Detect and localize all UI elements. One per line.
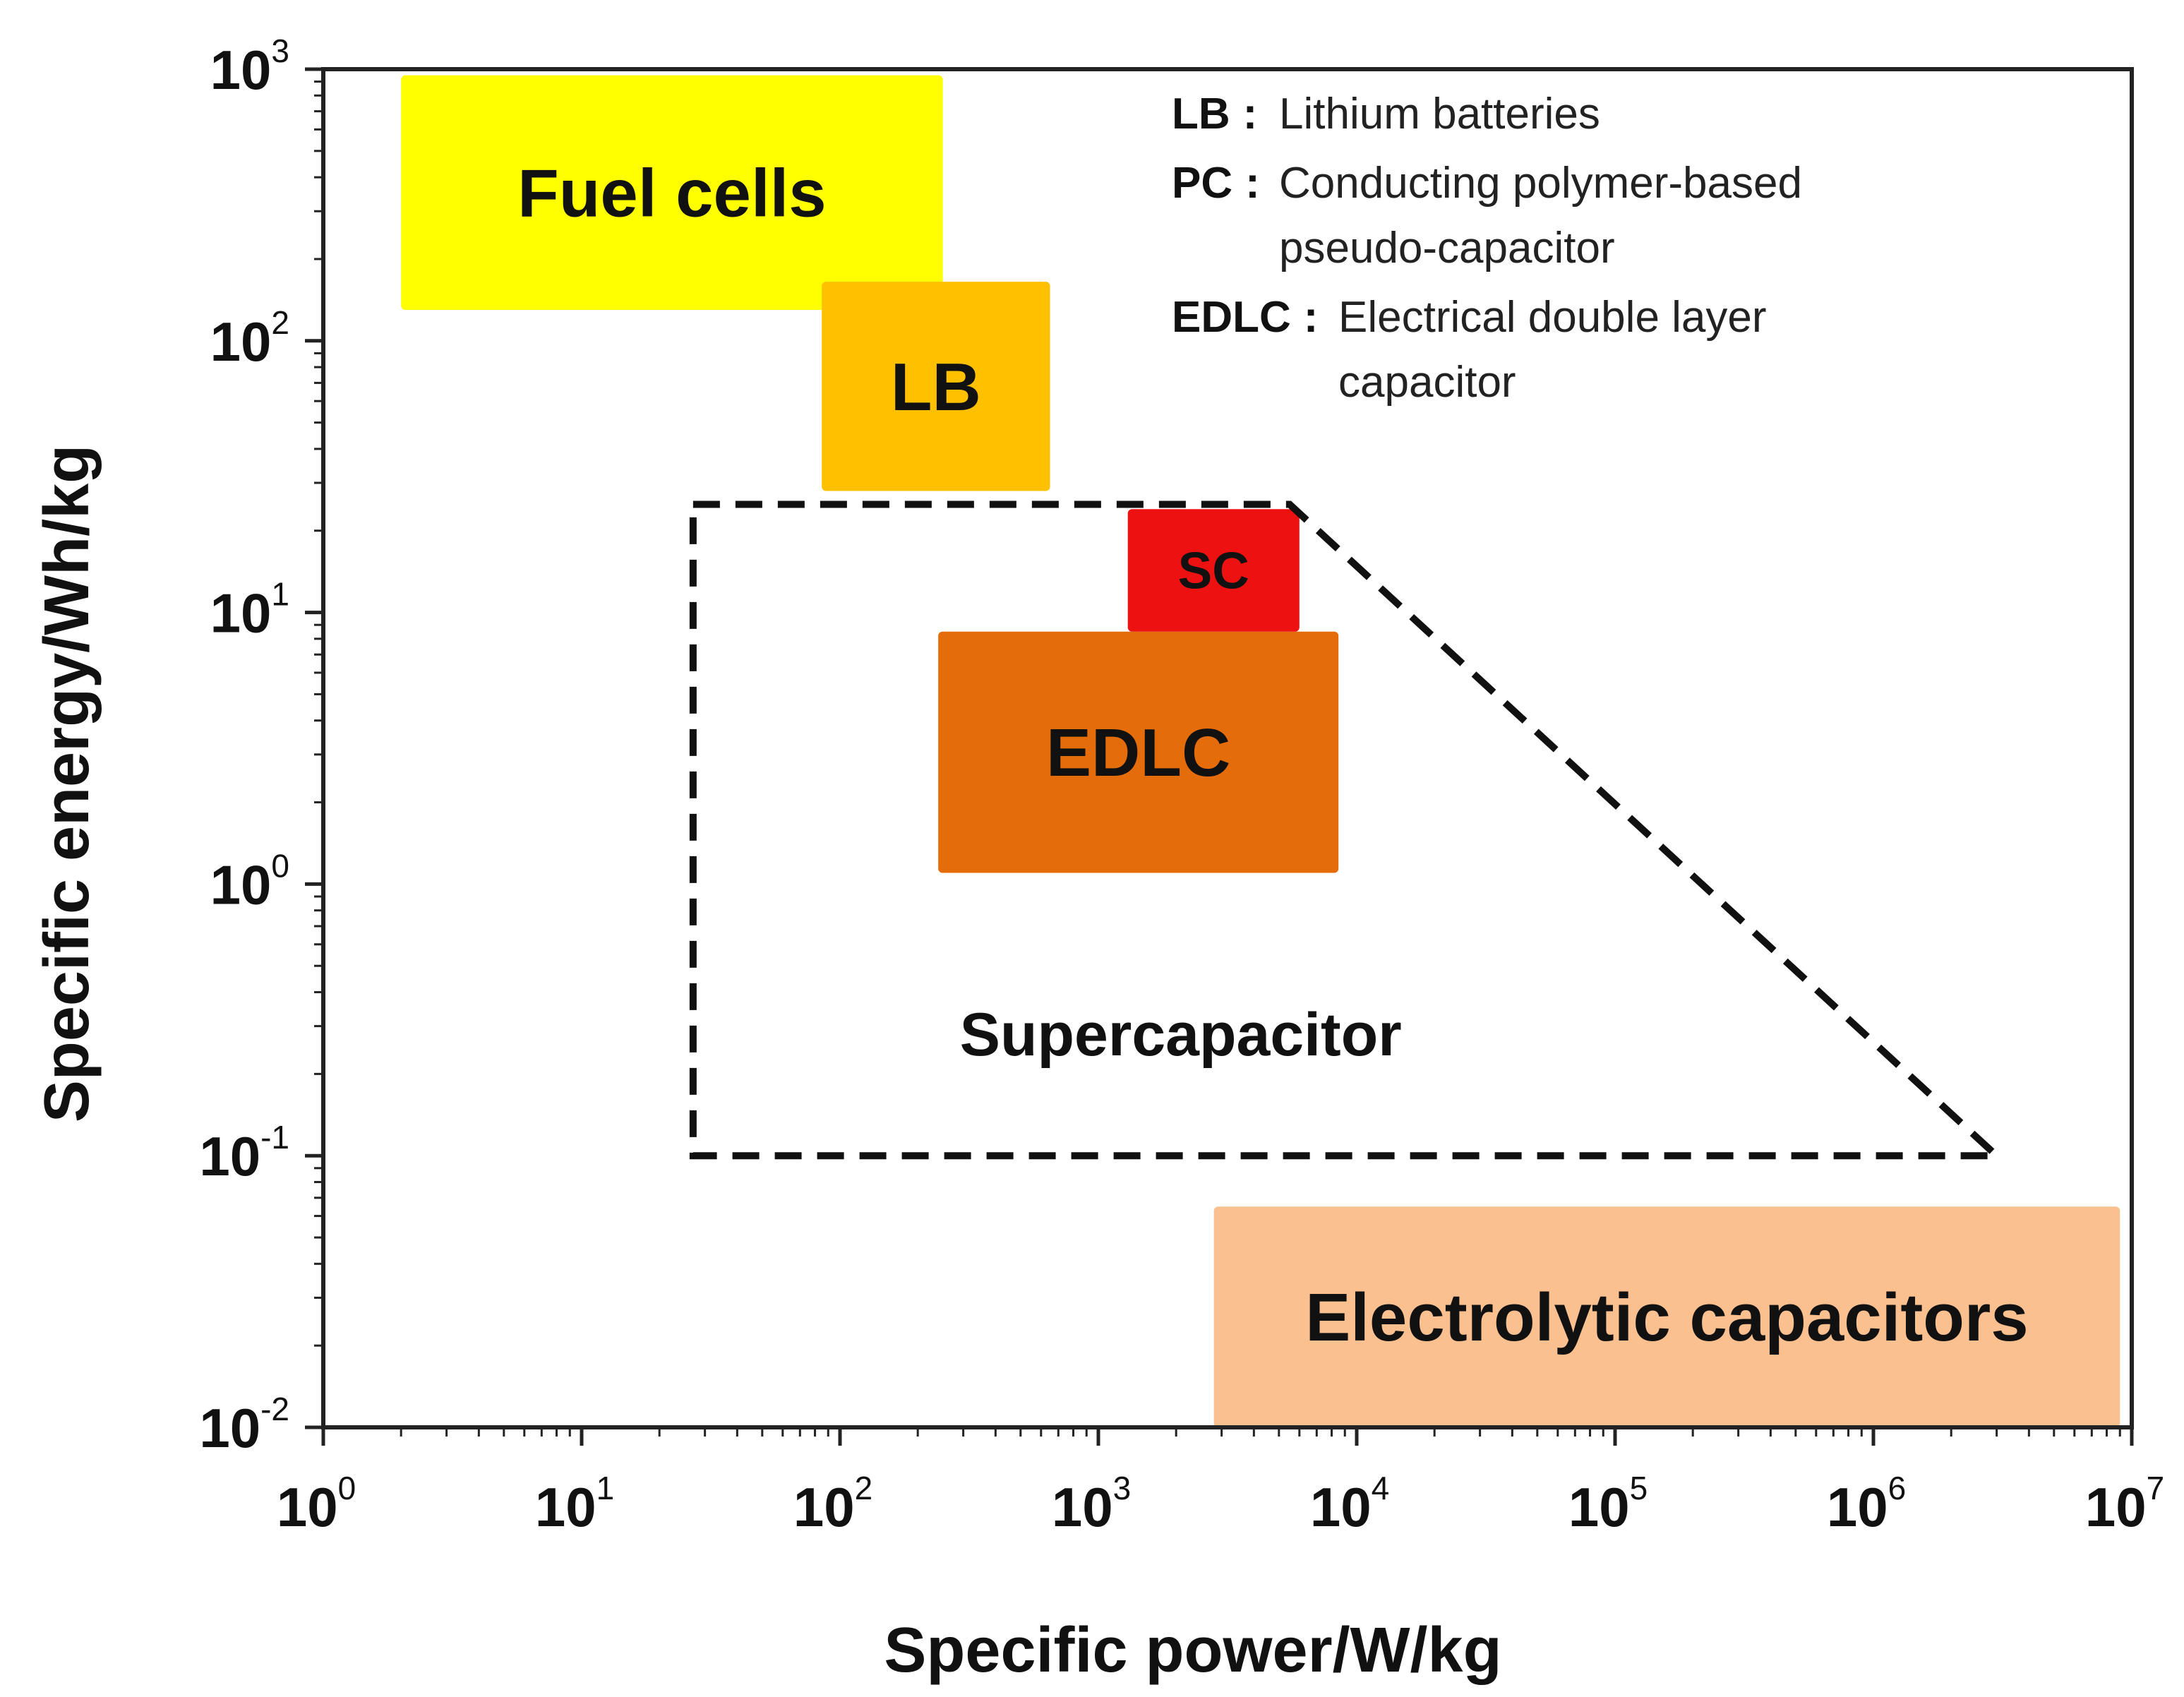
legend-abbr: LB: (1172, 90, 1257, 138)
supercapacitor-envelope (689, 500, 2006, 1160)
y-tick-label: 10-2 (199, 1391, 289, 1459)
x-tick-label: 103 (1052, 1470, 1131, 1538)
legend-desc: Conducting polymer-based (1279, 159, 1802, 208)
legend-desc: Electrical double layer (1338, 293, 1767, 342)
region-label-lb: LB (891, 349, 981, 425)
region-sc: SC (1127, 509, 1300, 632)
y-axis-title: Specific energy/Wh/kg (32, 445, 102, 1122)
plot-frame (321, 67, 2134, 1429)
region-electrolytic-capacitors: Electrolytic capacitors (1213, 1206, 2120, 1427)
supercapacitor-label: Supercapacitor (960, 1001, 1402, 1069)
x-tick-label: 104 (1310, 1470, 1389, 1538)
x-tick-label: 106 (1827, 1470, 1906, 1538)
x-axis-title: Specific power/W/kg (884, 1615, 1501, 1686)
region-label-electrolytic-capacitors: Electrolytic capacitors (1305, 1280, 2028, 1355)
region-rect-lb (822, 282, 1050, 491)
region-label-sc: SC (1178, 543, 1249, 600)
legend-desc: pseudo-capacitor (1279, 224, 1615, 272)
ticks-layer: 100 101 102 103 104 105 106 107 10-2 10-1 100 101 10… (199, 32, 2164, 1538)
region-rect-electrolytic-capacitors (1213, 1206, 2120, 1427)
legend-entry-edlc: EDLC: Electrical double layer capacitor (1172, 293, 1767, 407)
legend-entry-lb: LB: Lithium batteries (1172, 90, 1600, 138)
x-tick-label: 102 (793, 1470, 872, 1538)
x-tick-label: 101 (535, 1470, 614, 1538)
x-tick-label: 100 (277, 1470, 356, 1538)
labels-layer: Specific power/W/kg Specific energy/Wh/k… (32, 445, 1502, 1686)
legend-abbr: PC: (1172, 159, 1260, 208)
axes-layer (321, 67, 2134, 1429)
region-rect-edlc (938, 631, 1339, 873)
x-tick-label: 107 (2085, 1470, 2164, 1538)
legend-entry-pc: PC: Conducting polymer-based pseudo-capaci… (1172, 159, 1802, 272)
legend-abbr: EDLC: (1172, 293, 1318, 342)
region-rect-fuel-cells (401, 75, 943, 310)
envelope-layer: Supercapacitor (689, 500, 2006, 1160)
legend-desc: Lithium batteries (1279, 90, 1600, 138)
region-fuel-cells: Fuel cells (401, 75, 943, 310)
legend-desc: capacitor (1338, 358, 1516, 407)
y-tick-label: 100 (210, 847, 289, 916)
y-tick-label: 103 (210, 32, 289, 101)
x-tick-label: 105 (1568, 1470, 1648, 1538)
y-tick-label: 10-1 (199, 1119, 289, 1187)
region-lb: LB (822, 282, 1050, 491)
y-tick-label: 102 (210, 304, 289, 373)
region-rect-sc (1127, 509, 1300, 632)
region-edlc: EDLC (938, 631, 1339, 873)
region-label-edlc: EDLC (1046, 715, 1230, 791)
y-tick-label: 101 (210, 576, 289, 644)
region-label-fuel-cells: Fuel cells (517, 155, 827, 231)
